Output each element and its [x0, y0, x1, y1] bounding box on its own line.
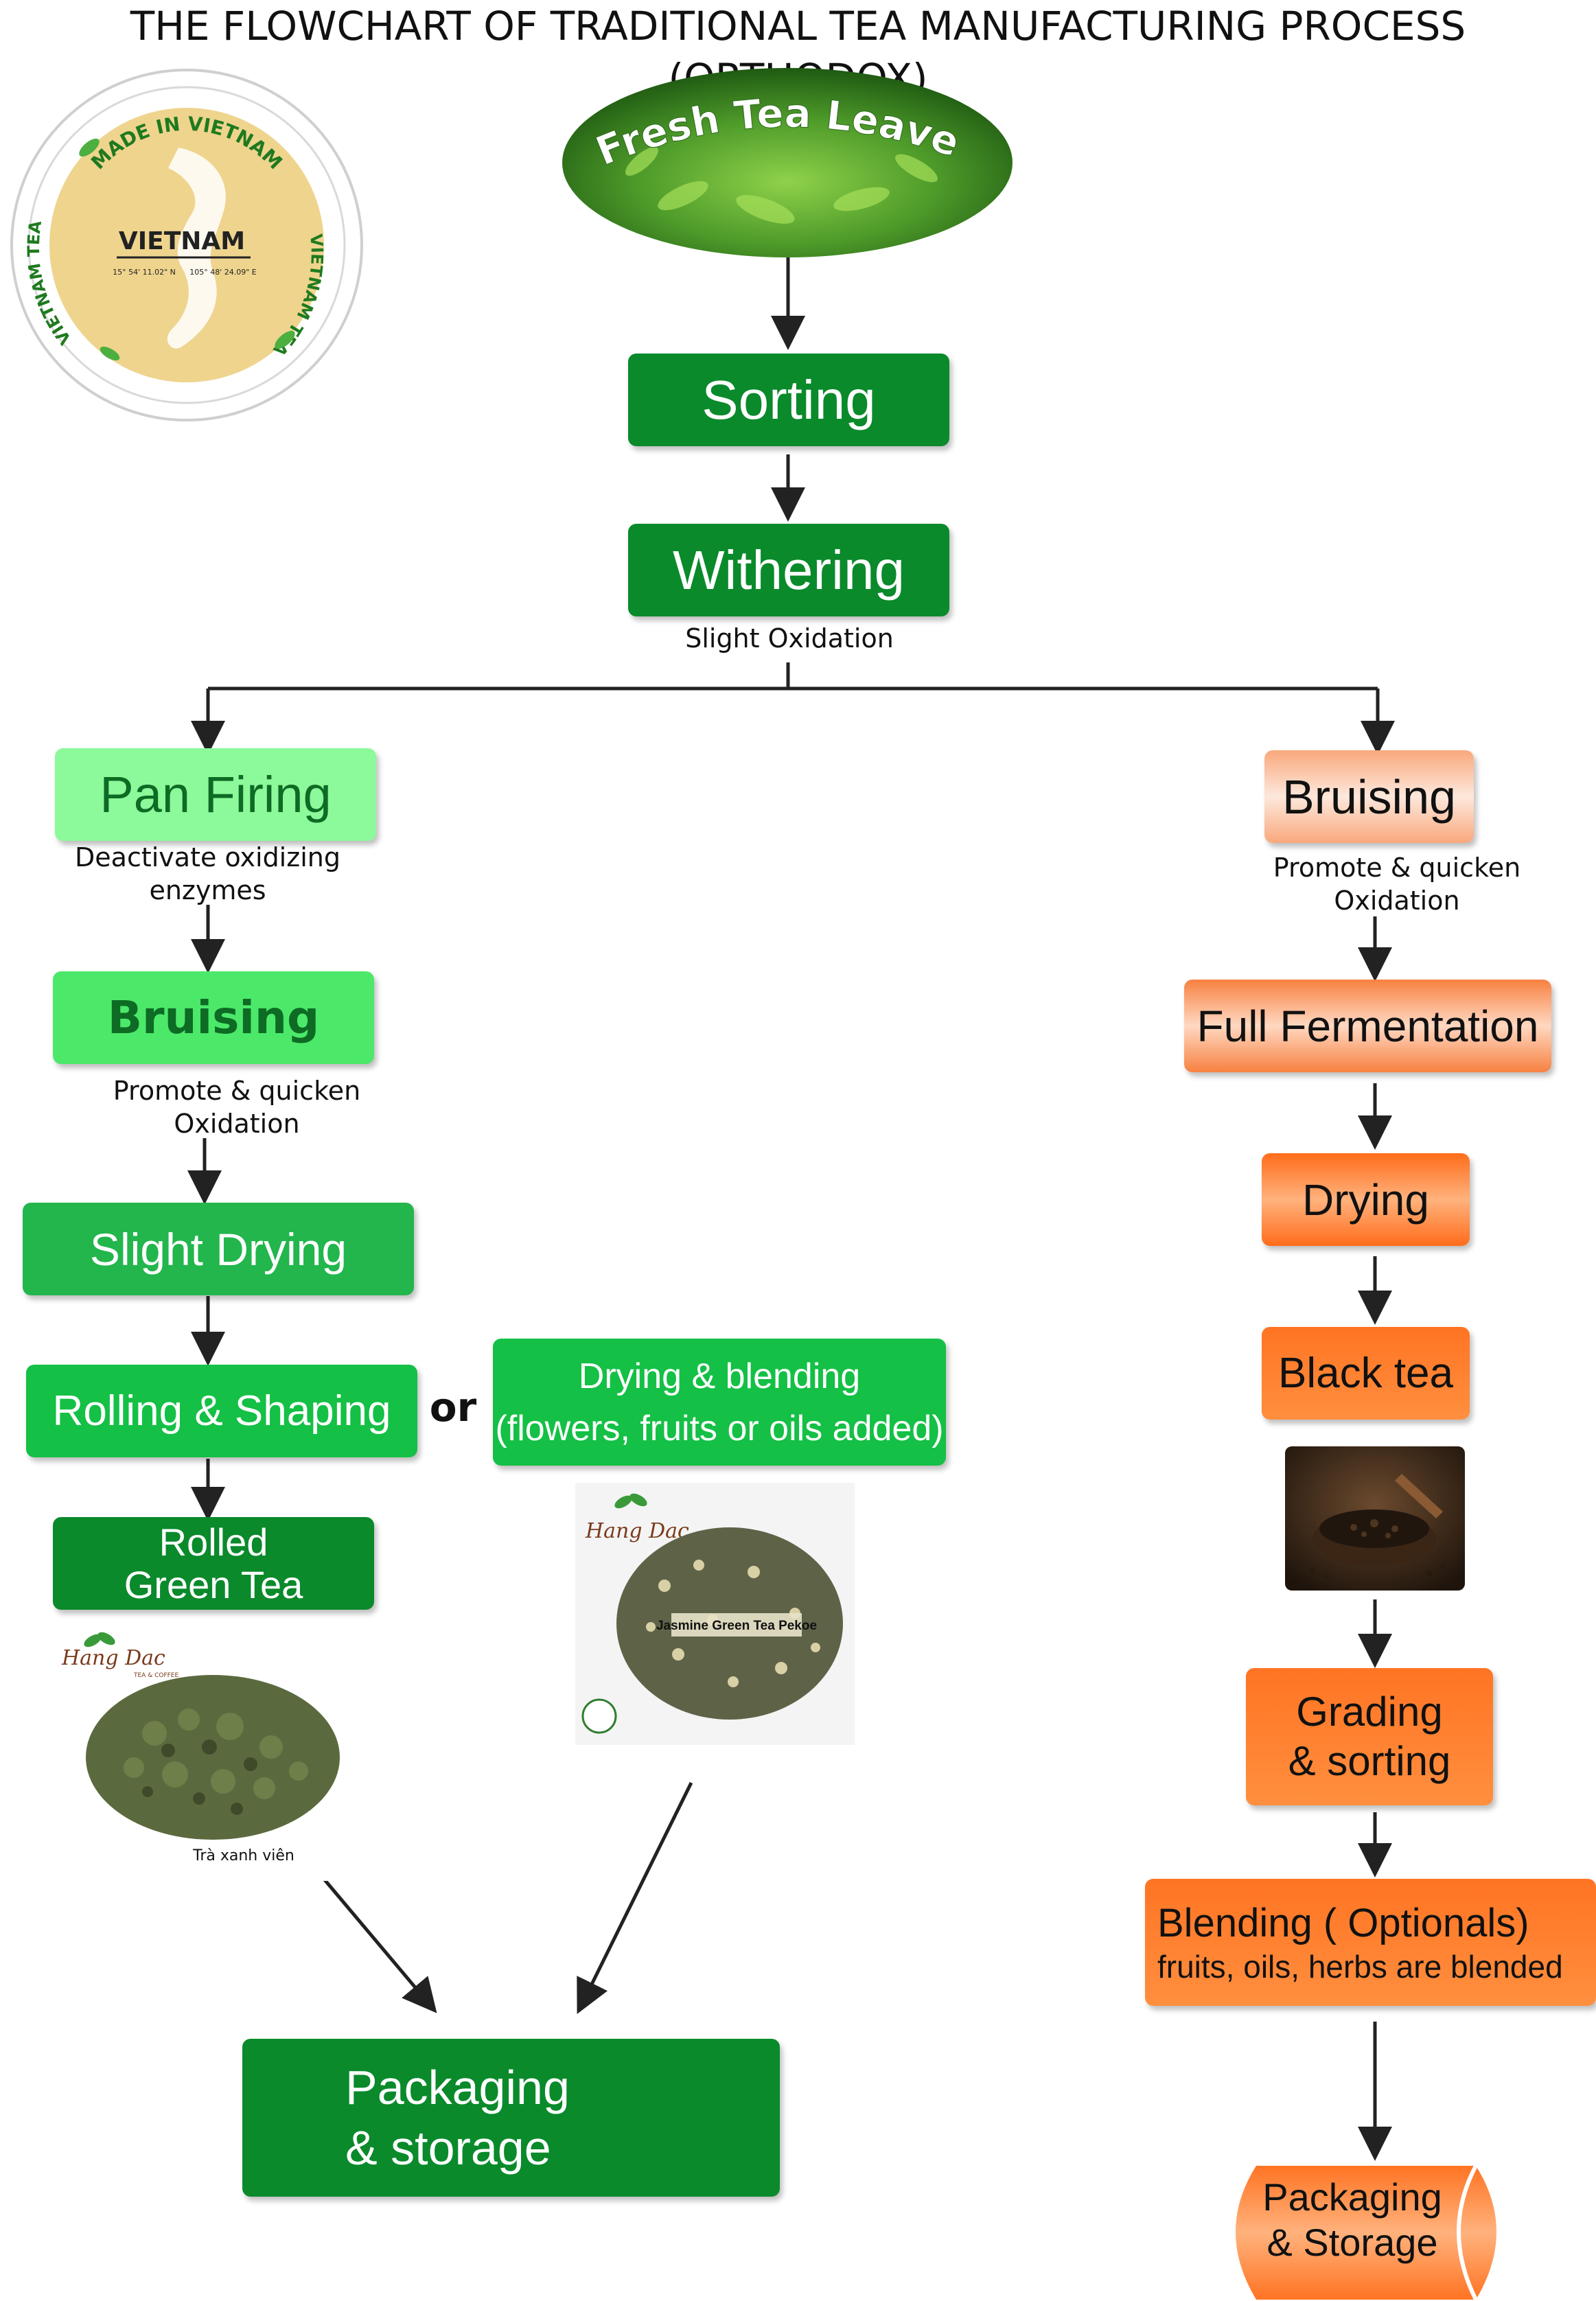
blending-box: Blending ( Optionals) fruits, oils, herb…: [1145, 1879, 1596, 2006]
grading-sorting-box: Grading & sorting: [1246, 1668, 1493, 1805]
green-bruising-label: Bruising: [107, 991, 320, 1044]
rolled-caption: Trà xanh viên: [192, 1847, 294, 1864]
black-packaging-label: Packaging & Storage: [1262, 2175, 1442, 2264]
blending-label: Blending ( Optionals): [1157, 1900, 1529, 1945]
jasmine-tea-image: Hang Dac Jasmine Green Tea Pekoe: [575, 1483, 855, 1745]
brand-logo: Hang Dac: [585, 1519, 689, 1543]
badge-icon: [581, 1698, 617, 1734]
tea-leaves-image: [562, 68, 1013, 257]
arrow-rolled-to-packaging: [321, 1876, 437, 2013]
rolling-shaping-box: Rolling & Shaping: [26, 1365, 417, 1457]
withering-note: Slight Oxidation: [685, 623, 894, 654]
vietnam-tea-badge: MADE IN VIETNAM VIETNAM TEA VIETNAM TEA …: [10, 69, 363, 421]
green-bruising-note: Promote & quicken Oxidation: [113, 1076, 361, 1139]
withering-label: Withering: [673, 539, 905, 601]
fresh-tea-leaves-node: Fresh Tea Leaves: [559, 65, 1013, 257]
rolled-green-tea-box: Rolled Green Tea: [53, 1517, 374, 1610]
black-packaging-node: [1236, 2164, 1496, 2301]
pan-firing-note: Deactivate oxidizing enzymes: [75, 842, 340, 905]
green-packaging-label: Packaging & storage: [345, 2061, 570, 2175]
full-fermentation-label: Full Fermentation: [1196, 1001, 1539, 1051]
leaf-icon: [79, 138, 295, 361]
scoop-icon: [1395, 1474, 1443, 1518]
black-bruising-note: Promote & quicken Oxidation: [1273, 853, 1521, 916]
black-tea-label: Black tea: [1277, 1350, 1454, 1397]
leaf-icon: [614, 1493, 647, 1509]
drying-blending-box: Drying & blending (flowers, fruits or oi…: [493, 1339, 946, 1466]
brand-sub: TEA & COFFEE: [133, 1672, 178, 1679]
rolled-green-tea-image: Hang Dac TEA & COFFEE Trà xanh viên: [51, 1623, 354, 1881]
vietnam-map-icon: [167, 148, 226, 349]
black-bruising-label: Bruising: [1282, 770, 1456, 824]
pan-firing-label: Pan Firing: [100, 766, 332, 823]
badge-lat: 15° 54' 11.02" N: [113, 268, 176, 277]
black-bruising-box: Bruising: [1264, 750, 1474, 843]
slight-drying-box: Slight Drying: [23, 1203, 414, 1295]
badge-country: VIETNAM: [119, 227, 245, 255]
brand-logo: Hang Dac: [61, 1646, 165, 1670]
or-label: or: [429, 1384, 477, 1431]
sorting-box: Sorting: [628, 354, 949, 446]
arrow-jasmine-to-packaging: [577, 1781, 693, 2014]
pan-firing-box: Pan Firing: [55, 748, 376, 841]
jasmine-label: Jasmine Green Tea Pekoe: [656, 1619, 817, 1633]
sorting-label: Sorting: [702, 369, 876, 430]
full-fermentation-box: Full Fermentation: [1184, 980, 1551, 1072]
green-packaging-box: Packaging & storage: [242, 2039, 780, 2197]
withering-box: Withering: [628, 524, 949, 616]
rolling-shaping-label: Rolling & Shaping: [52, 1387, 391, 1435]
black-drying-label: Drying: [1302, 1175, 1429, 1225]
black-tea-image: [1285, 1446, 1465, 1591]
badge-lon: 105° 48' 24.09" E: [189, 268, 257, 277]
slight-drying-label: Slight Drying: [89, 1223, 347, 1275]
green-bruising-box: Bruising: [53, 971, 374, 1064]
leaf-icon: [84, 1632, 115, 1647]
black-drying-box: Drying: [1262, 1153, 1470, 1246]
black-tea-box: Black tea: [1262, 1327, 1470, 1420]
blending-sub: fruits, oils, herbs are blended: [1157, 1948, 1563, 1985]
grading-sorting-label: Grading & sorting: [1288, 1689, 1451, 1784]
rolled-green-tea-label: Rolled Green Tea: [124, 1520, 303, 1606]
drying-blending-label: Drying & blending (flowers, fruits or oi…: [495, 1356, 944, 1448]
